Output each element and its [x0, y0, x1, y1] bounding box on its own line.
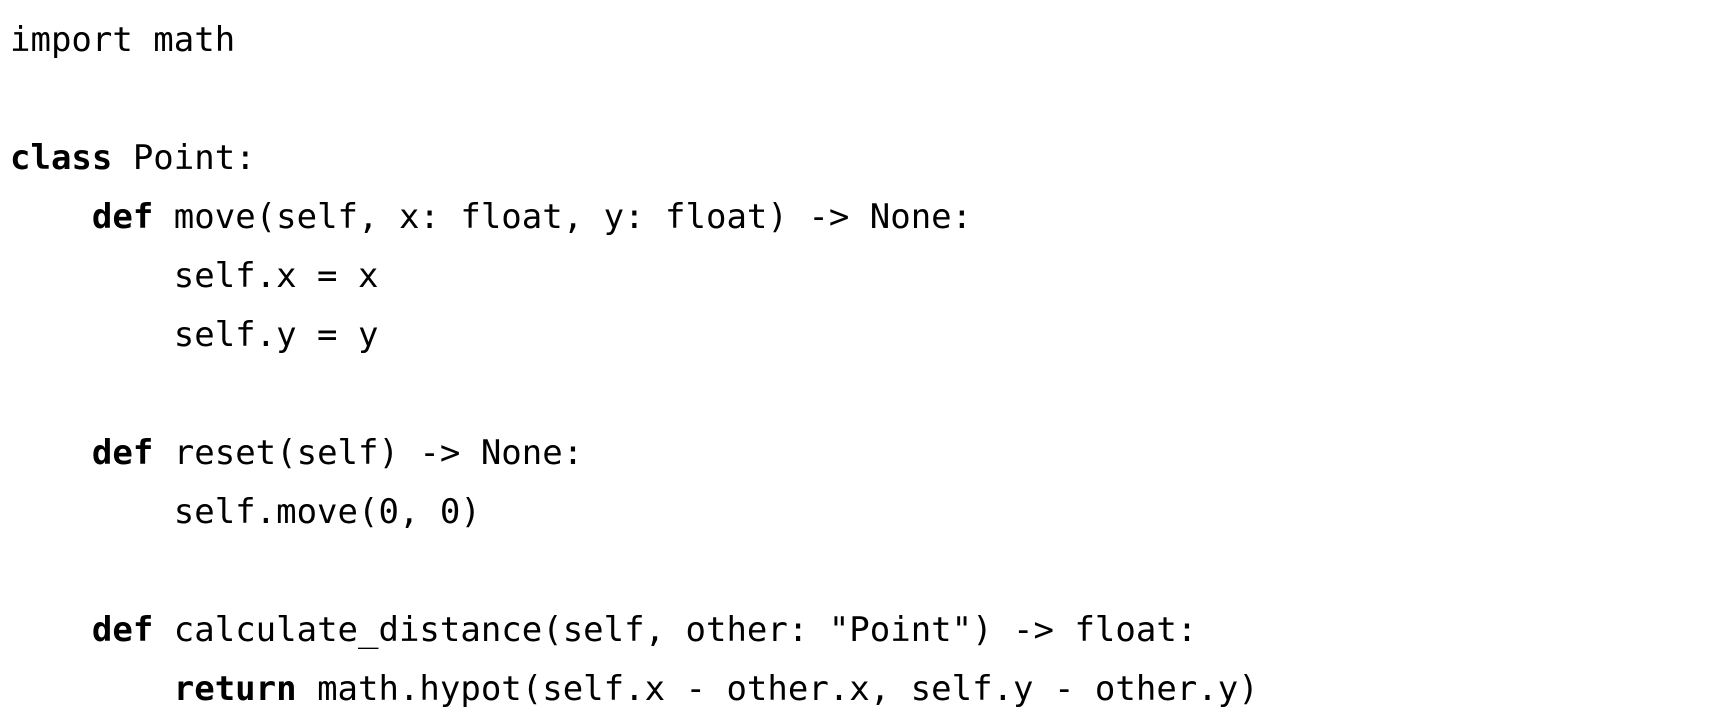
code-line: return math.hypot(self.x - other.x, self…	[10, 660, 1259, 719]
code-line: def calculate_distance(self, other: "Poi…	[10, 601, 1259, 660]
code-keyword: class	[10, 138, 113, 178]
code-keyword: def	[91, 610, 154, 650]
code-line	[10, 542, 1259, 601]
code-text: math.hypot(self.x - other.x, self.y - ot…	[296, 669, 1259, 709]
code-block: import math class Point: def move(self, x…	[10, 11, 1259, 719]
code-line	[10, 70, 1259, 129]
code-line: class Point:	[10, 129, 1259, 188]
code-text: self.x = x	[10, 256, 379, 296]
code-line: def move(self, x: float, y: float) -> No…	[10, 188, 1259, 247]
code-text	[10, 433, 92, 473]
code-text	[10, 197, 92, 237]
code-text: self.move(0, 0)	[10, 492, 481, 532]
code-text: reset(self) -> None:	[153, 433, 584, 473]
code-line: self.move(0, 0)	[10, 483, 1259, 542]
code-line: self.y = y	[10, 306, 1259, 365]
code-text: calculate_distance(self, other: "Point")…	[153, 610, 1198, 650]
code-line: import math	[10, 11, 1259, 70]
code-text: Point:	[112, 138, 256, 178]
code-keyword: def	[91, 433, 154, 473]
code-line	[10, 365, 1259, 424]
code-text	[10, 610, 92, 650]
code-text: move(self, x: float, y: float) -> None:	[153, 197, 973, 237]
code-line: self.x = x	[10, 247, 1259, 306]
code-text	[10, 669, 174, 709]
code-text: self.y = y	[10, 315, 379, 355]
code-keyword: def	[91, 197, 154, 237]
code-text: import math	[10, 20, 236, 60]
code-keyword: return	[173, 669, 297, 709]
code-line: def reset(self) -> None:	[10, 424, 1259, 483]
